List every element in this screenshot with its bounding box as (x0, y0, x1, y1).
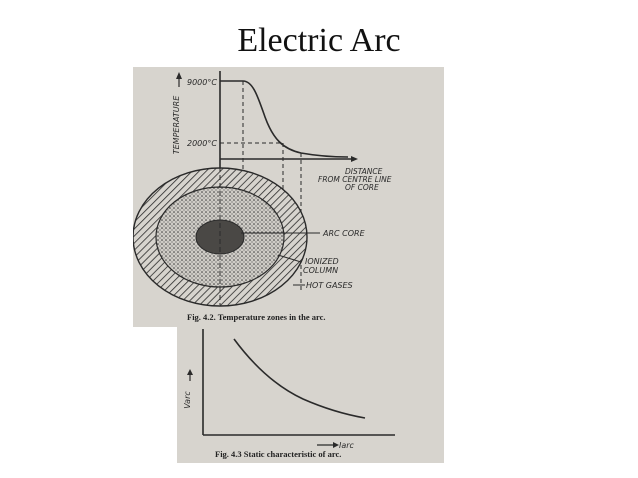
static-characteristic-curve (233, 338, 366, 419)
ionized-column-leader (277, 254, 302, 263)
arc-core-label: ARC CORE (322, 229, 366, 238)
iarc-axis-label: Iarc (339, 441, 355, 450)
hot-gases-label: HOT GASES (306, 281, 353, 290)
temperature-curve (220, 80, 349, 158)
distance-label-line-1: DISTANCE (345, 167, 383, 176)
temperature-zones-figure: TEMPERATURE 9000°C 2000°C DISTANCE FROM … (133, 71, 392, 322)
figure-4-3-caption: Fig. 4.3 Static characteristic of arc. (215, 449, 341, 459)
varc-axis-label: Varc (183, 391, 192, 409)
figure-canvas: TEMPERATURE 9000°C 2000°C DISTANCE FROM … (133, 71, 395, 463)
figure-4-2-caption: Fig. 4.2. Temperature zones in the arc. (187, 312, 326, 322)
ionized-column-label-line-2: COLUMN (303, 266, 338, 275)
distance-axis-arrowhead (351, 156, 358, 162)
distance-label-line-3: OF CORE (345, 183, 379, 192)
temperature-axis-label: TEMPERATURE (172, 95, 181, 154)
slide-title: Electric Arc (237, 22, 401, 59)
varc-arrowhead (187, 369, 193, 375)
static-characteristic-figure: Varc Iarc Fig. 4.3 Static characteristic… (183, 329, 395, 459)
textbook-photo: TEMPERATURE 9000°C 2000°C DISTANCE FROM … (133, 67, 444, 463)
distance-label-line-2: FROM CENTRE LINE (318, 175, 392, 184)
tick-9000: 9000°C (187, 78, 217, 87)
temperature-axis-arrowhead (176, 72, 182, 79)
iarc-arrowhead (333, 442, 339, 448)
photo-edge-gap (133, 327, 177, 463)
ionized-column-label-line-1: IONIZED (305, 257, 339, 266)
tick-2000: 2000°C (187, 139, 217, 148)
